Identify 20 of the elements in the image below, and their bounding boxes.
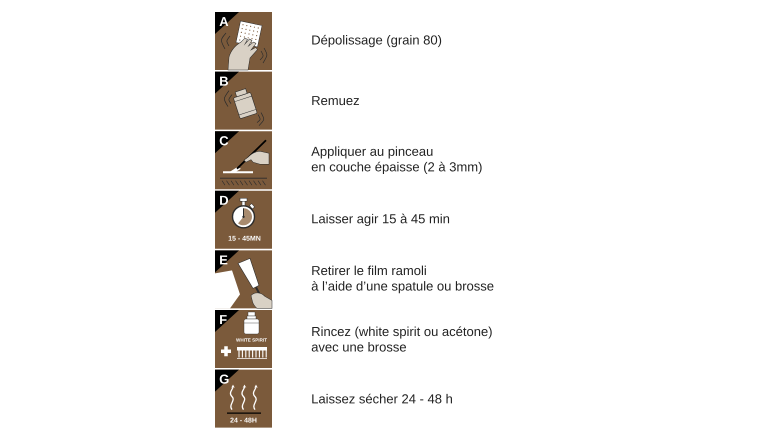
step-tile (215, 72, 272, 130)
step-description: Remuez (312, 96, 359, 106)
step-description: Appliquer au pinceau en couche épaisse (2 à 3mm) (311, 146, 482, 174)
step-tile (215, 310, 272, 368)
corner-letter: G (215, 370, 239, 392)
step-description: Dépolissage (grain 80) (312, 34, 442, 48)
step-description: Rincez (white spirit ou acétone) avec une brosse (312, 326, 492, 352)
step-description: Laisser agir 15 à 45 min (312, 214, 450, 226)
step-description: Laissez sécher 24 - 48 h (312, 394, 452, 404)
step-tile (215, 190, 272, 249)
corner-letter: A (215, 12, 239, 34)
step-tile (215, 370, 272, 428)
corner-letter: B (215, 72, 239, 94)
corner-letter: C (215, 131, 239, 154)
corner-letter: D (215, 190, 239, 213)
step-tile (215, 12, 272, 70)
step-description: Retirer le film ramoli à l’aide d’une spatule ou brosse (312, 266, 494, 294)
corner-letter: F (215, 310, 239, 332)
corner-letter: E (215, 250, 239, 272)
step-tile (215, 131, 272, 190)
